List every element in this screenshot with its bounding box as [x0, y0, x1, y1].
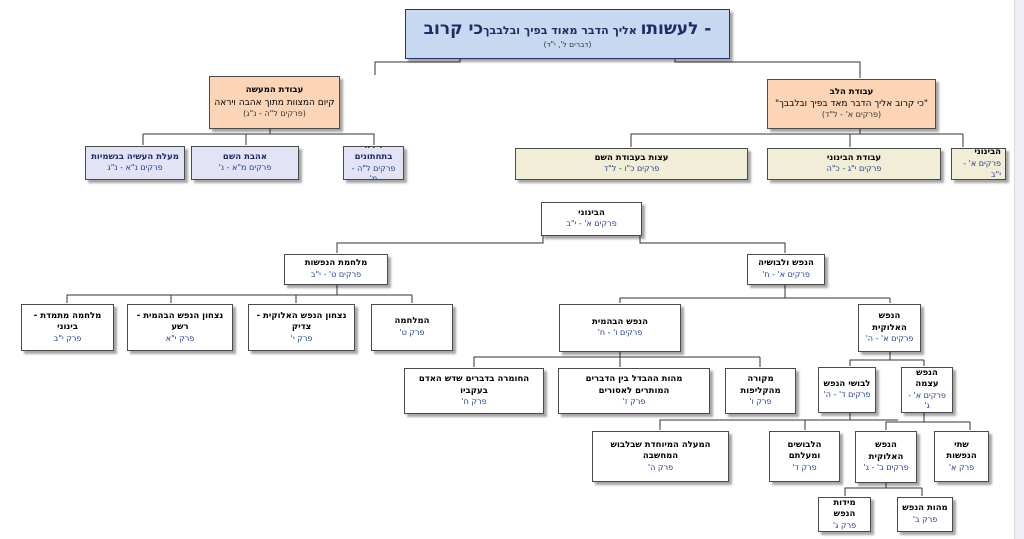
tree-mekora-ref: פרק ו': [749, 397, 772, 407]
tree-mekora[interactable]: מקורה מהקליפות פרק ו': [725, 368, 796, 414]
tree-nefesh-atzma-title: הנפש עצמה: [915, 367, 939, 390]
heart-service-node[interactable]: עבודת הלב "כי קרוב אליך הדבר מאד בפיך וב…: [767, 79, 936, 129]
heart-child-avodat-beinoni-ref: פרקים י"ג - כ"ה: [826, 164, 882, 174]
action-child-ahavat-ref: פרקים מ"א - נ': [218, 163, 272, 173]
root-ref: (דברים ל', י"ד): [543, 39, 592, 49]
window-scrollbar-track[interactable]: [1014, 0, 1024, 539]
heart-service-title: עבודת הלב: [829, 86, 874, 97]
tree-midot-hanefesh-title: מידות הנפש: [833, 497, 856, 520]
action-child-ahavat-title: אהבת השם: [222, 151, 268, 162]
tree-nefesh-behamit-ref: פרקים ו' - ח': [597, 328, 643, 338]
tree-nefesh-atzma-ref: פרקים א' - ג': [908, 390, 946, 411]
tree-nitzachon-behamit-title: נצחון הנפש הבהמית - רשע: [136, 310, 224, 333]
tree-milchama-mitmedet[interactable]: מלחמה מתמדת - בינוני פרק י"ב: [21, 304, 114, 351]
tree-nitzachon-elokit[interactable]: נצחון הנפש האלוקית - צדיק פרק י': [248, 304, 355, 351]
tree-nefesh-elokit-2-ref: פרקים ב' - ג': [863, 463, 909, 473]
heart-child-etzot[interactable]: עצות בעבודת השם פרקים כ"ו - ל"ד: [515, 148, 748, 180]
tree-nitzachon-elokit-title: נצחון הנפש האלוקית - צדיק: [256, 310, 347, 333]
tree-mekora-title: מקורה מהקליפות: [740, 374, 781, 396]
action-service-ref: (פרקים ל"ה - נ"ג): [243, 108, 306, 118]
tree-nefesh-elokit-ref: פרקים א' - ה': [865, 334, 914, 344]
tree-mahut-hahevdel-ref: פרק ז': [622, 397, 646, 407]
tree-nefesh-levush-title: הנפש ולבושיה: [758, 258, 814, 269]
tree-milchemet-ref: פרקים ט' - י"ב: [310, 269, 362, 279]
tree-hamilchama-ref: פרק ט': [399, 327, 425, 337]
tree-nitzachon-behamit-ref: פרק י"א: [165, 333, 195, 343]
tree-shtei-nefashot-title: שתי הנפשות: [946, 439, 977, 462]
tree-milchama-mitmedet-title: מלחמה מתמדת - בינוני: [33, 310, 102, 333]
tree-beinoni-ref: פרקים א' - י"ב: [566, 219, 617, 229]
root-node[interactable]: - לעשותו אליך הדבר מאוד בפיך ובלבבךכי קר…: [405, 9, 730, 59]
tree-milchemet-hanefashot[interactable]: מלחמת הנפשות פרקים ט' - י"ב: [284, 254, 388, 285]
tree-shtei-hanefashot[interactable]: שתי הנפשות פרק א': [934, 431, 989, 482]
tree-shtei-nefashot-ref: פרק א': [948, 462, 975, 472]
heart-service-sub: "כי קרוב אליך הדבר מאד בפיך ובלבבך": [774, 99, 929, 110]
tree-hamilchama-title: המלחמה: [394, 316, 430, 327]
tree-nefesh-elokit-title-2: האלוקית: [872, 322, 907, 333]
tree-nefesh-behamit[interactable]: הנפש הבהמית פרקים ו' - ח': [559, 304, 681, 352]
tree-beinoni[interactable]: הבינוני פרקים א' - י"ב: [541, 202, 642, 236]
tree-nefesh-elokit-title-1: הנפש: [878, 311, 901, 322]
action-child-maalat-title: מעלת העשיה בגשמיות: [91, 151, 179, 162]
tree-levushei-nefesh-title: לבושי הנפש: [823, 378, 871, 389]
tree-mahut-hahevdel-title-1: מהות ההבדל בין הדברים: [585, 374, 683, 385]
action-child-maalat-ref: פרקים נ"א - נ"ג: [107, 163, 163, 173]
tree-hamilchama[interactable]: המלחמה פרק ט': [371, 304, 453, 351]
heart-child-avodat-beinoni[interactable]: עבודת הבינוני פרקים י"ג - כ"ה: [767, 148, 941, 180]
action-service-sub: קיום המצוות מתוך אהבה ויראה: [214, 97, 335, 108]
tree-milchemet-title: מלחמת הנפשות: [304, 258, 368, 269]
heart-child-beinoni[interactable]: הבינוני פרקים א' - י"ב: [951, 148, 1006, 180]
tree-levushei-nefesh[interactable]: לבושי הנפש פרקים ד' - ה': [818, 367, 876, 413]
tree-mahut-hanefesh[interactable]: מהות הנפש פרק ב': [897, 497, 953, 532]
action-child-ahavat[interactable]: אהבת השם פרקים מ"א - נ': [191, 146, 299, 180]
heart-child-avodat-beinoni-title: עבודת הבינוני: [826, 152, 882, 163]
tree-hamaala[interactable]: המעלה המיוחדת שבלבוש המחשבה פרק ה': [592, 431, 729, 482]
tree-nefesh-elokit[interactable]: הנפש האלוקית פרקים א' - ה': [858, 304, 921, 352]
tree-nefesh-behamit-title: הנפש הבהמית: [591, 316, 648, 327]
tree-nitzachon-elokit-ref: פרק י': [290, 333, 313, 343]
tree-hanefesh-velevusheha[interactable]: הנפש ולבושיה פרקים א' - ח': [747, 254, 825, 285]
tree-halevushim[interactable]: הלבושים ומעלתם פרק ד': [769, 431, 840, 482]
action-child-dira[interactable]: דירה בתחתונים פרקים ל"ה - מ': [343, 146, 404, 180]
tree-hachumra-title: החומרה בדברים שדש האדם בעקביו: [418, 374, 530, 396]
tree-hamaala-ref: פרק ה': [647, 462, 674, 472]
tree-hachumra[interactable]: החומרה בדברים שדש האדם בעקביו פרק ח': [404, 368, 544, 414]
tree-nefesh-elokit-2-title-1: הנפש: [875, 440, 897, 451]
action-service-node[interactable]: עבודת המעשה קיום המצוות מתוך אהבה ויראה …: [209, 76, 340, 129]
heart-child-etzot-title: עצות בעבודת השם: [594, 152, 669, 163]
tree-midot-hanefesh-ref: פרק ג': [832, 520, 857, 530]
action-child-dira-title: דירה בתחתונים: [354, 147, 393, 163]
tree-nefesh-levush-ref: פרקים א' - ח': [762, 269, 810, 279]
tree-hamaala-title: המעלה המיוחדת שבלבוש המחשבה: [610, 439, 711, 462]
tree-mahut-hahevdel-title-2: המותרים לאסורים: [598, 385, 670, 396]
tree-beinoni-title: הבינוני: [578, 207, 605, 218]
tree-hachumra-ref: פרק ח': [461, 397, 487, 407]
action-child-maalat[interactable]: מעלת העשיה בגשמיות פרקים נ"א - נ"ג: [85, 146, 185, 180]
tree-nitzachon-behamit[interactable]: נצחון הנפש הבהמית - רשע פרק י"א: [127, 304, 233, 351]
tree-mahut-hanefesh-ref: פרק ב': [912, 514, 938, 524]
tree-nefesh-elokit-2[interactable]: הנפש האלוקית פרקים ב' - ג': [855, 431, 917, 483]
action-service-title: עבודת המעשה: [245, 85, 304, 96]
heart-child-beinoni-ref: פרקים א' - י"ב: [963, 158, 1001, 179]
root-title: - לעשותו אליך הדבר מאוד בפיך ובלבבךכי קר…: [423, 18, 712, 39]
heart-service-ref: (פרקים א' - ל"ד): [821, 110, 882, 120]
action-child-dira-ref: פרקים ל"ה - מ': [351, 163, 396, 180]
tree-halevushim-title: הלבושים ומעלתם: [787, 439, 822, 462]
tree-halevushim-ref: פרק ד': [792, 462, 817, 472]
tree-mahut-hanefesh-title: מהות הנפש: [902, 503, 948, 514]
heart-child-beinoni-title: הבינוני: [974, 148, 1001, 158]
tree-nefesh-atzma[interactable]: הנפש עצמה פרקים א' - ג': [901, 367, 953, 413]
tree-mahut-hahevdel[interactable]: מהות ההבדל בין הדברים המותרים לאסורים פר…: [558, 368, 710, 414]
tree-nefesh-elokit-2-title-2: האלוקית: [868, 451, 904, 462]
heart-child-etzot-ref: פרקים כ"ו - ל"ד: [603, 164, 660, 174]
tree-milchama-mitmedet-ref: פרק י"ב: [53, 333, 82, 343]
tree-midot-hanefesh[interactable]: מידות הנפש פרק ג': [818, 497, 871, 532]
tree-levushei-nefesh-ref: פרקים ד' - ה': [823, 390, 871, 400]
